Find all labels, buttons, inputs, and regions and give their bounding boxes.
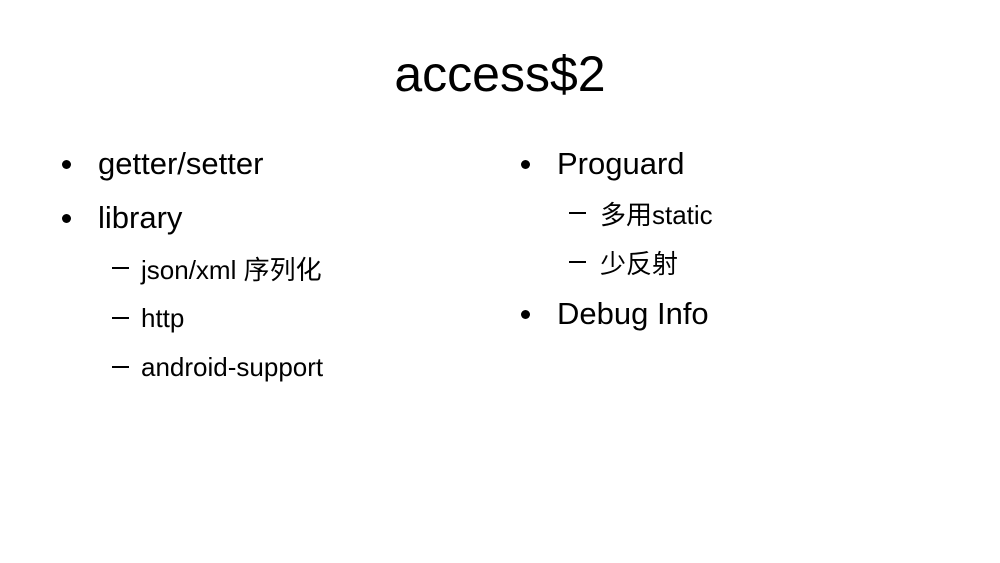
dash-icon <box>112 366 129 368</box>
sub-bullet-text: json/xml 序列化 <box>141 254 322 285</box>
sub-bullet-item: android-support <box>112 348 323 386</box>
sub-bullet-text: 多用static <box>600 199 713 230</box>
dash-icon <box>569 212 586 214</box>
bullet-item: library <box>62 196 182 240</box>
sub-bullet-text: 少反射 <box>600 248 679 279</box>
bullet-icon <box>62 159 71 169</box>
dash-icon <box>569 261 586 263</box>
bullet-icon <box>62 213 71 223</box>
sub-bullet-item: json/xml 序列化 <box>112 249 322 287</box>
bullet-icon <box>521 159 530 169</box>
bullet-text: library <box>98 200 183 235</box>
sub-bullet-text: android-support <box>141 351 324 382</box>
dash-icon <box>112 267 129 269</box>
bullet-text: Debug Info <box>557 296 709 331</box>
bullet-text: Proguard <box>557 146 685 181</box>
sub-bullet-item: 多用static <box>569 194 713 232</box>
sub-bullet-text: http <box>141 302 185 333</box>
bullet-item: Debug Info <box>521 292 709 336</box>
bullet-item: getter/setter <box>62 142 263 186</box>
sub-bullet-item: 少反射 <box>569 243 678 281</box>
sub-bullet-item: http <box>112 299 184 337</box>
bullet-icon <box>521 309 530 319</box>
dash-icon <box>112 317 129 319</box>
bullet-text: getter/setter <box>98 146 264 181</box>
slide-title: access$2 <box>394 46 606 102</box>
bullet-item: Proguard <box>521 142 685 186</box>
